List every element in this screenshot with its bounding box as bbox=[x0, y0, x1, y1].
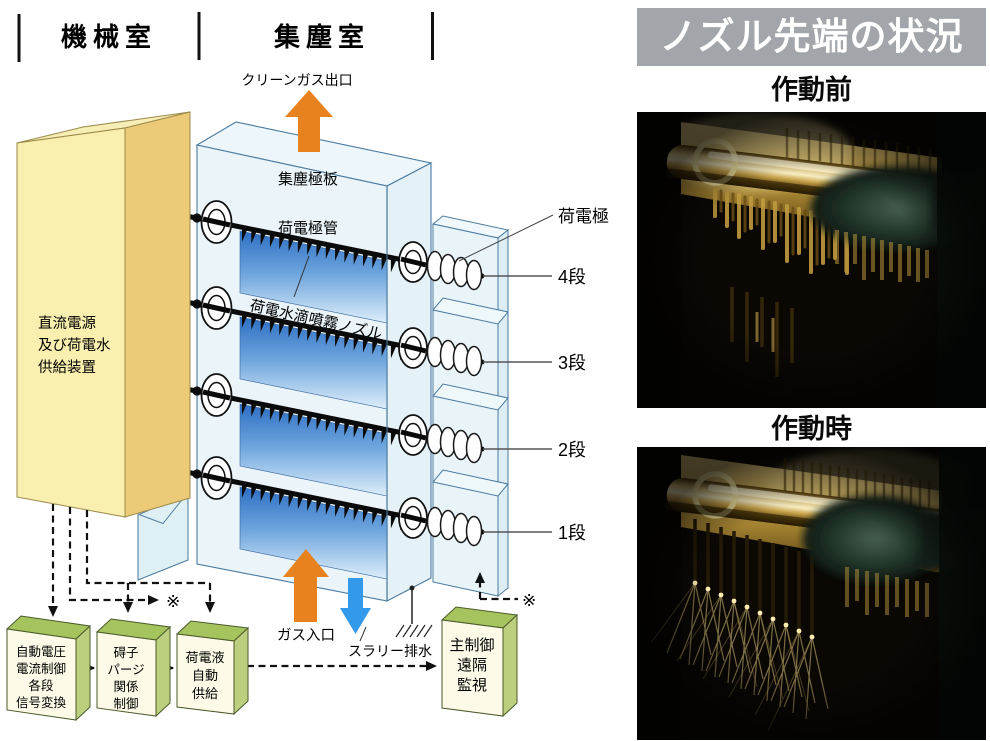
box-main-line-1: 主制御 bbox=[449, 637, 494, 654]
power-supply-line-3: 供給装置 bbox=[38, 359, 96, 376]
control-box-voltage bbox=[5, 615, 92, 722]
stage-label-2: 2段 bbox=[558, 440, 586, 460]
box-purge-line-1: 碍子 bbox=[113, 646, 138, 660]
photo-before-operation bbox=[637, 112, 986, 408]
note-asterisk: ※ bbox=[166, 592, 180, 611]
gas-inlet-up-arrow bbox=[283, 549, 329, 622]
control-box-liquid bbox=[175, 620, 250, 716]
clean-gas-up-arrow bbox=[285, 90, 333, 152]
header-divider bbox=[17, 14, 21, 62]
box-purge-line-3: 関係 bbox=[113, 680, 138, 694]
right-insulator-frame bbox=[431, 215, 510, 598]
header-divider bbox=[197, 12, 201, 60]
box-liquid-line-1: 荷電液 bbox=[185, 650, 224, 665]
control-box-main bbox=[440, 606, 519, 718]
box-voltage-line-3: 各段 bbox=[28, 678, 53, 693]
photo-before-label: 作動前 bbox=[771, 75, 852, 105]
box-voltage-line-4: 信号変換 bbox=[16, 695, 67, 710]
box-purge-line-4: 制御 bbox=[113, 696, 138, 711]
machine-room-label: 機械室 bbox=[61, 22, 157, 52]
slurry-pointer-line bbox=[359, 626, 367, 642]
stage-label-4: 4段 bbox=[558, 267, 586, 287]
box-liquid-line-3: 供給 bbox=[192, 686, 218, 701]
dust-room-label: 集塵室 bbox=[273, 22, 370, 52]
stage-label-3: 3段 bbox=[558, 353, 586, 373]
slurry-down-arrow bbox=[340, 578, 371, 634]
box-liquid-line-2: 自動 bbox=[192, 668, 218, 683]
box-purge-line-2: パージ bbox=[107, 663, 144, 677]
photo-during-label: 作動時 bbox=[771, 414, 852, 444]
power-supply-line-1: 直流電源 bbox=[38, 315, 96, 332]
collecting-plate-label: 集塵極板 bbox=[278, 170, 338, 188]
header-divider bbox=[431, 12, 434, 60]
control-flow-arrows: ※ ※ bbox=[48, 504, 536, 672]
power-supply-line-2: 及び荷電水 bbox=[38, 337, 111, 354]
ground-symbol bbox=[395, 585, 433, 638]
charging-electrode-label: 荷電極 bbox=[558, 207, 609, 226]
box-main-line-3: 監視 bbox=[457, 677, 487, 694]
esp-diagram: 機械室 集塵室 クリーンガス出口 bbox=[5, 12, 609, 722]
gas-inlet-label: ガス入口 bbox=[277, 627, 335, 644]
room-header: 機械室 集塵室 bbox=[17, 12, 434, 62]
box-voltage-line-2: 電流制御 bbox=[16, 661, 66, 676]
photo-section-title: ノズル先端の状況 bbox=[637, 8, 986, 66]
stage-callouts bbox=[458, 214, 554, 533]
clean-gas-outlet-label: クリーンガス出口 bbox=[241, 72, 352, 88]
power-supply-box: 直流電源 及び荷電水 供給装置 bbox=[16, 111, 191, 518]
control-box-purge bbox=[95, 618, 172, 718]
slurry-drain-label: スラリー排水 bbox=[348, 643, 432, 659]
stage-label-1: 1段 bbox=[558, 523, 586, 543]
note-asterisk: ※ bbox=[522, 591, 536, 610]
photo-during-operation bbox=[637, 447, 986, 740]
box-voltage-line-1: 自動電圧 bbox=[16, 645, 66, 659]
charging-electrode-pipe-label: 荷電極管 bbox=[278, 220, 338, 237]
box-main-line-2: 遠隔 bbox=[457, 657, 487, 674]
